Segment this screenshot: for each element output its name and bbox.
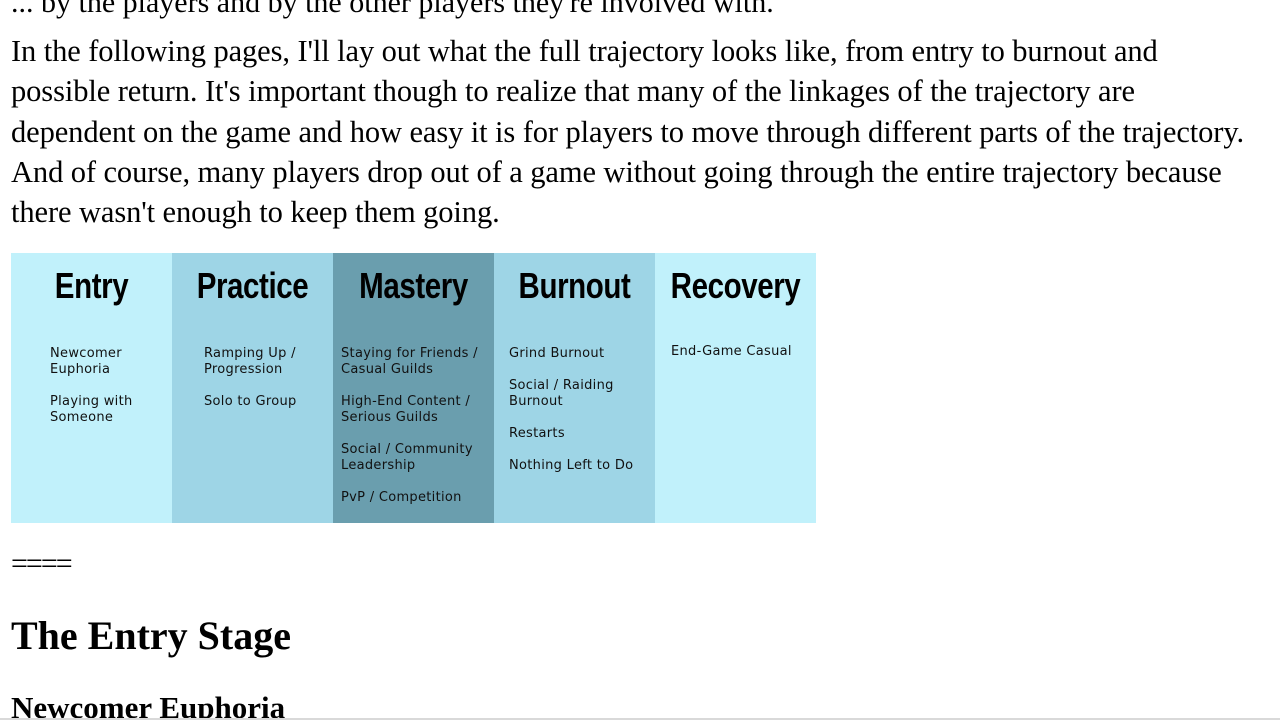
stage-title: Mastery (359, 265, 468, 306)
stage-items: Newcomer Euphoria Playing with Someone (50, 346, 133, 442)
stage-item: High-End Content / Serious Guilds (341, 394, 471, 425)
stage-item: Solo to Group (204, 394, 297, 409)
stage-items: Grind Burnout Social / Raiding Burnout R… (509, 346, 633, 490)
stage-item: Restarts (509, 426, 565, 441)
stage-item: PvP / Competition (341, 490, 462, 505)
stage-item: Playing with Someone (50, 394, 133, 425)
stage-recovery: Recovery End-Game Casual (655, 253, 816, 523)
sub-heading: Newcomer Euphoria (11, 690, 286, 720)
stage-items: End-Game Casual (671, 344, 792, 376)
section-heading: The Entry Stage (11, 613, 291, 658)
window-bottom-edge (0, 718, 1280, 720)
stage-burnout: Burnout Grind Burnout Social / Raiding B… (494, 253, 655, 523)
stage-title: Burnout (518, 265, 631, 306)
stage-title: Practice (196, 265, 309, 306)
stage-items: Staying for Friends / Casual Guilds High… (341, 346, 478, 522)
stage-item: Staying for Friends / Casual Guilds (341, 346, 478, 377)
stage-title: Recovery (670, 265, 801, 306)
stage-title: Entry (54, 265, 129, 306)
stage-items: Ramping Up / Progression Solo to Group (204, 346, 297, 426)
stage-item: Grind Burnout (509, 346, 605, 361)
stage-item: End-Game Casual (671, 344, 792, 359)
stage-practice: Practice Ramping Up / Progression Solo t… (172, 253, 333, 523)
stage-item: Social / Community Leadership (341, 442, 473, 473)
stage-item: Newcomer Euphoria (50, 346, 122, 377)
stage-item: Social / Raiding Burnout (509, 378, 614, 409)
stage-entry: Entry Newcomer Euphoria Playing with Som… (11, 253, 172, 523)
player-trajectory-diagram: Entry Newcomer Euphoria Playing with Som… (11, 253, 816, 523)
stage-item: Nothing Left to Do (509, 458, 634, 473)
section-divider: ==== (11, 547, 73, 580)
clipped-paragraph-line: ... by the players and by the other play… (11, 0, 774, 19)
intro-paragraph: In the following pages, I'll lay out wha… (11, 34, 1245, 230)
stage-mastery: Mastery Staying for Friends / Casual Gui… (333, 253, 494, 523)
stage-item: Ramping Up / Progression (204, 346, 296, 377)
